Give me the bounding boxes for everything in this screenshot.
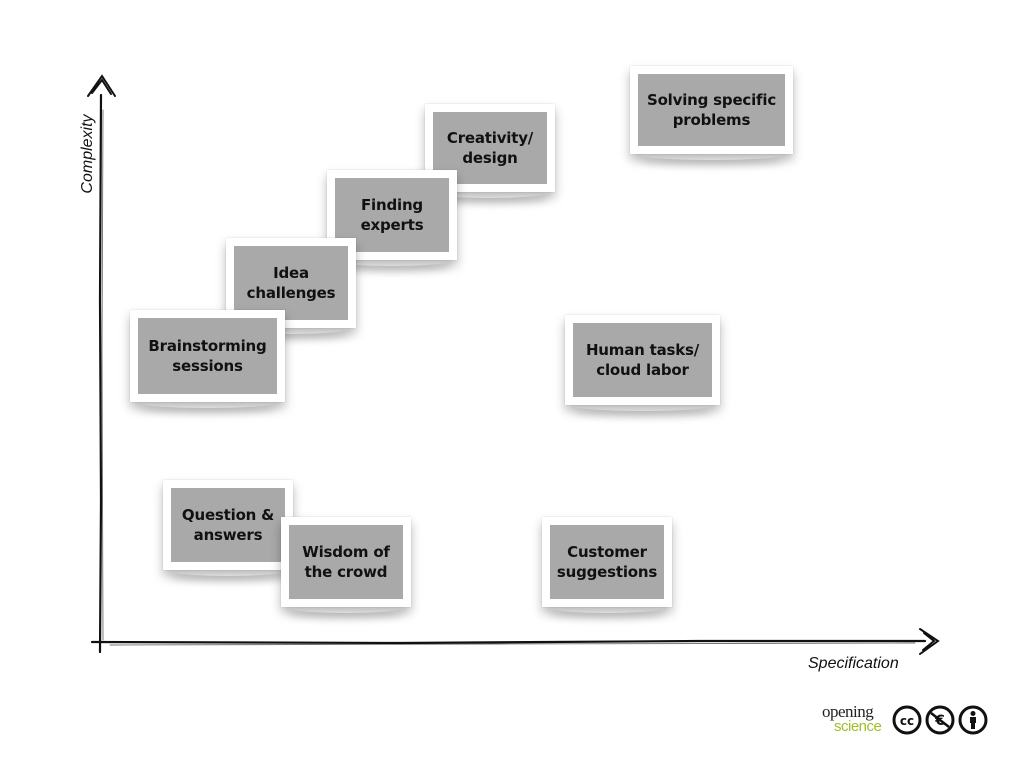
logo-wordmark: opening science <box>818 700 890 740</box>
card-label: Creativity/ design <box>446 129 534 167</box>
svg-text:cc: cc <box>900 714 914 728</box>
cc-icon: cc <box>892 705 922 735</box>
card-idea-challenges: Idea challenges <box>226 238 356 328</box>
card-question-answers: Question & answers <box>163 480 293 570</box>
x-axis-arrow <box>919 628 940 655</box>
card-wisdom-of-the-crowd: Wisdom of the crowd <box>281 517 411 607</box>
card-label: Finding experts <box>360 196 424 234</box>
x-axis-label: Specification <box>808 655 899 672</box>
card-label: Customer suggestions <box>556 543 658 581</box>
card-label: Question & answers <box>181 506 275 544</box>
card-label: Human tasks/ cloud labor <box>585 341 700 379</box>
card-label: Brainstorming sessions <box>148 337 267 375</box>
card-brainstorming-sessions: Brainstorming sessions <box>130 310 285 402</box>
card-creativity-design: Creativity/ design <box>425 104 555 192</box>
opening-science-logo: opening science cc € <box>818 700 988 740</box>
attribution-icon <box>958 705 988 735</box>
card-solving-specific-problems: Solving specific problems <box>630 66 793 154</box>
card-label: Idea challenges <box>246 264 336 302</box>
y-axis-label: Complexity <box>79 114 96 194</box>
y-axis-arrow <box>87 74 116 97</box>
card-human-tasks-cloud-labor: Human tasks/ cloud labor <box>565 315 720 405</box>
card-label: Solving specific problems <box>646 91 777 129</box>
logo-word-science: science <box>834 718 882 735</box>
license-icons: cc € <box>892 705 988 735</box>
card-customer-suggestions: Customer suggestions <box>542 517 672 607</box>
logo-word-opening: opening <box>822 702 874 721</box>
noncommercial-icon: € <box>925 705 955 735</box>
card-label: Wisdom of the crowd <box>302 543 390 581</box>
y-axis <box>98 93 103 654</box>
x-axis <box>90 639 927 645</box>
